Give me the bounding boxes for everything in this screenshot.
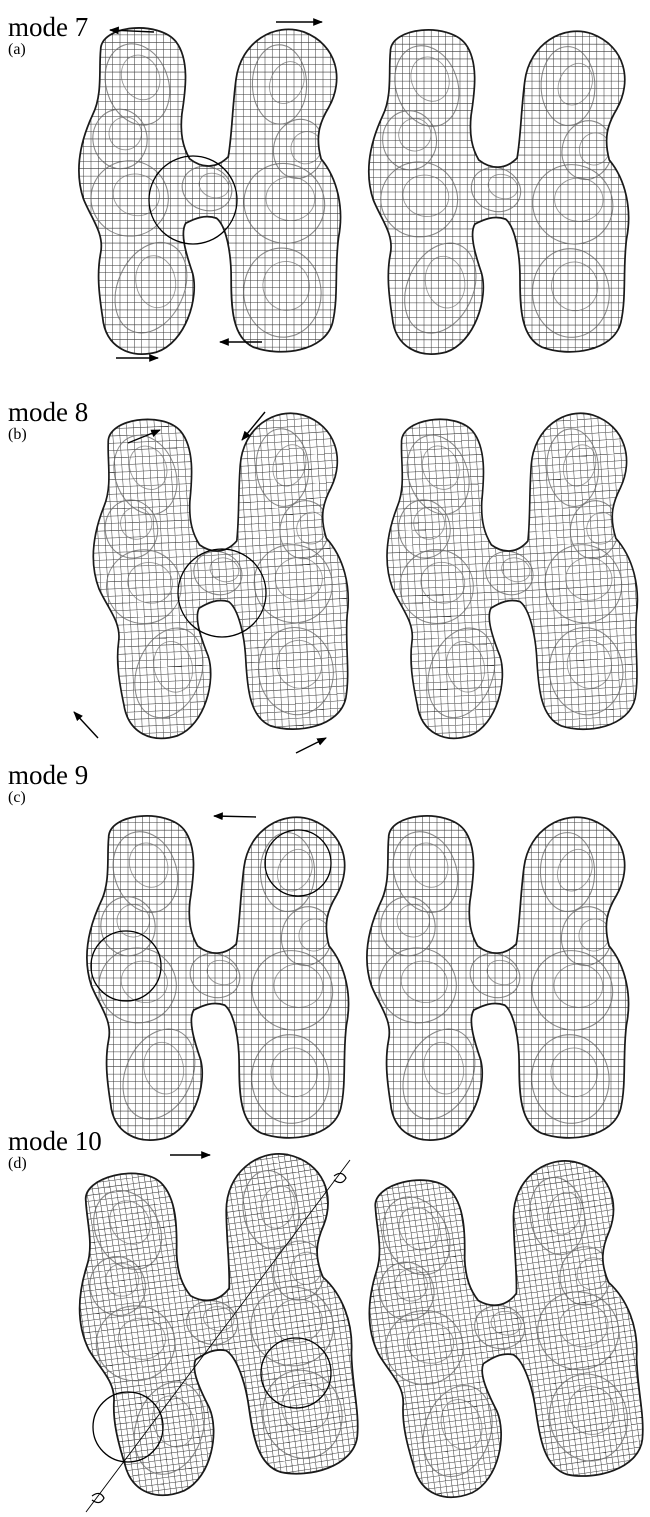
- arrow-icon: [74, 712, 98, 738]
- mesh-grid: [70, 808, 360, 1148]
- molecule-wireframe: [333, 1143, 650, 1515]
- arrow-icon: [296, 738, 326, 753]
- rotation-curl-icon: [334, 1173, 346, 1182]
- molecule-wireframe: [69, 401, 368, 752]
- hinge-circle-icon: [265, 830, 331, 896]
- mesh-grid: [363, 401, 650, 751]
- rotation-curl-icon: [92, 1493, 104, 1502]
- rotation-axis-icon: [86, 1160, 350, 1512]
- mesh-grid: [62, 20, 352, 362]
- molecule-outline: [61, 1146, 370, 1504]
- mesh-grid: [350, 808, 640, 1148]
- molecule-outline: [380, 409, 644, 741]
- molecule-wireframe: [363, 401, 650, 751]
- mesh-grid: [333, 1143, 650, 1515]
- molecule-wireframe: [43, 1136, 384, 1514]
- molecule-wireframe: [70, 808, 360, 1148]
- arrow-icon: [214, 816, 256, 817]
- mesh-grid: [69, 401, 368, 752]
- molecule-wireframe: [350, 808, 640, 1148]
- hinge-circle-icon: [91, 931, 161, 1001]
- molecule-outline: [86, 409, 355, 741]
- molecule-wireframe: [352, 22, 640, 362]
- mesh-grid: [352, 22, 640, 362]
- mesh-grid: [43, 1136, 384, 1514]
- molecule-wireframe: [62, 20, 352, 362]
- hinge-circle-icon: [93, 1392, 163, 1462]
